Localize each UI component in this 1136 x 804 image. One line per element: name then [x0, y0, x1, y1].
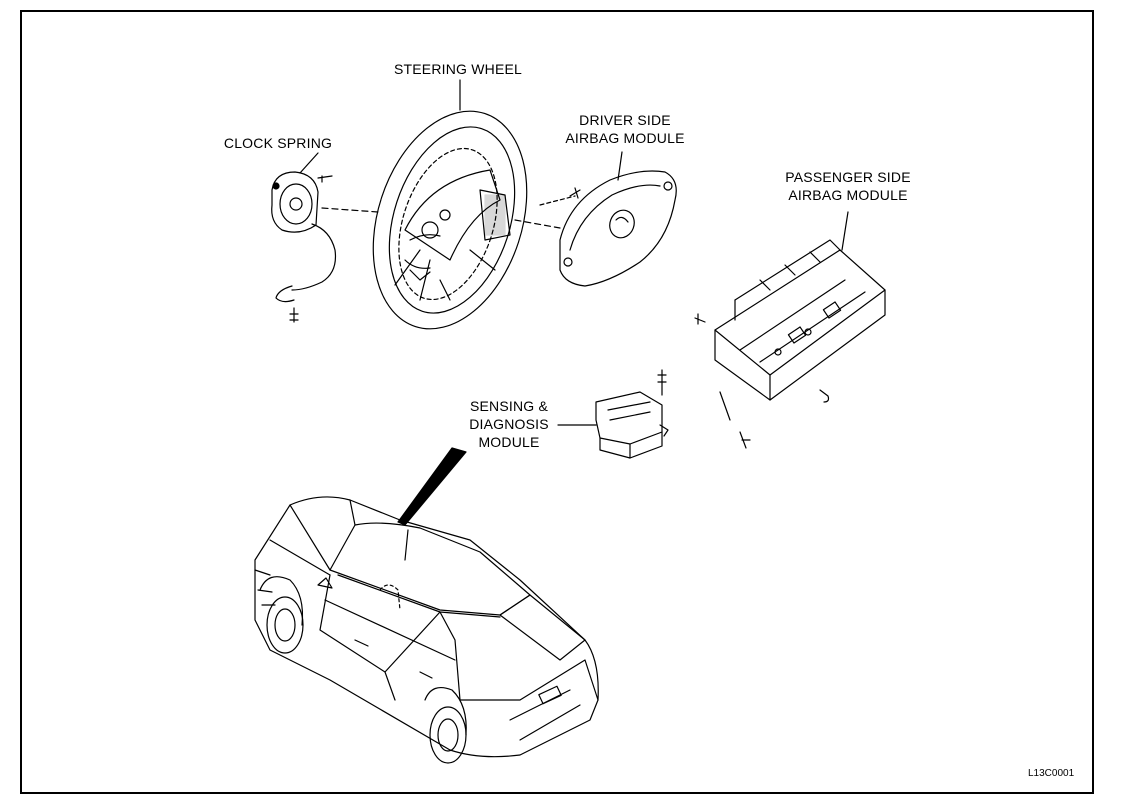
assembly-line [322, 208, 378, 212]
steering-wheel [347, 80, 553, 349]
label-driver-airbag-line1: DRIVER SIDE [579, 112, 671, 128]
clock-spring [272, 172, 336, 322]
label-sdm-line1: SENSING & [469, 398, 549, 414]
label-sdm-line3: MODULE [478, 434, 540, 450]
figure-code: L13C0001 [1028, 768, 1075, 779]
location-pointer [398, 448, 466, 525]
label-sdm: SENSING & DIAGNOSIS MODULE [455, 397, 563, 451]
assembly-line [540, 196, 575, 205]
label-clock-spring: CLOCK SPRING [223, 135, 333, 151]
label-passenger-airbag-line1: PASSENGER SIDE [785, 169, 911, 185]
label-sdm-line2: DIAGNOSIS [469, 416, 549, 432]
leader-driver-airbag [618, 152, 622, 180]
label-passenger-airbag-line2: AIRBAG MODULE [788, 187, 908, 203]
passenger-airbag-module [695, 240, 885, 448]
driver-airbag-module [560, 171, 676, 286]
label-steering-wheel: STEERING WHEEL [393, 61, 523, 77]
label-driver-airbag: DRIVER SIDE AIRBAG MODULE [545, 111, 705, 147]
leader-clock-spring [300, 153, 318, 173]
label-driver-airbag-line2: AIRBAG MODULE [565, 130, 685, 146]
leader-passenger-airbag [842, 212, 848, 250]
vehicle-illustration [255, 497, 598, 763]
assembly-line [515, 220, 560, 228]
sensing-diagnosis-module [596, 370, 668, 458]
label-passenger-airbag: PASSENGER SIDE AIRBAG MODULE [768, 168, 928, 204]
diagram-frame [20, 10, 1094, 794]
